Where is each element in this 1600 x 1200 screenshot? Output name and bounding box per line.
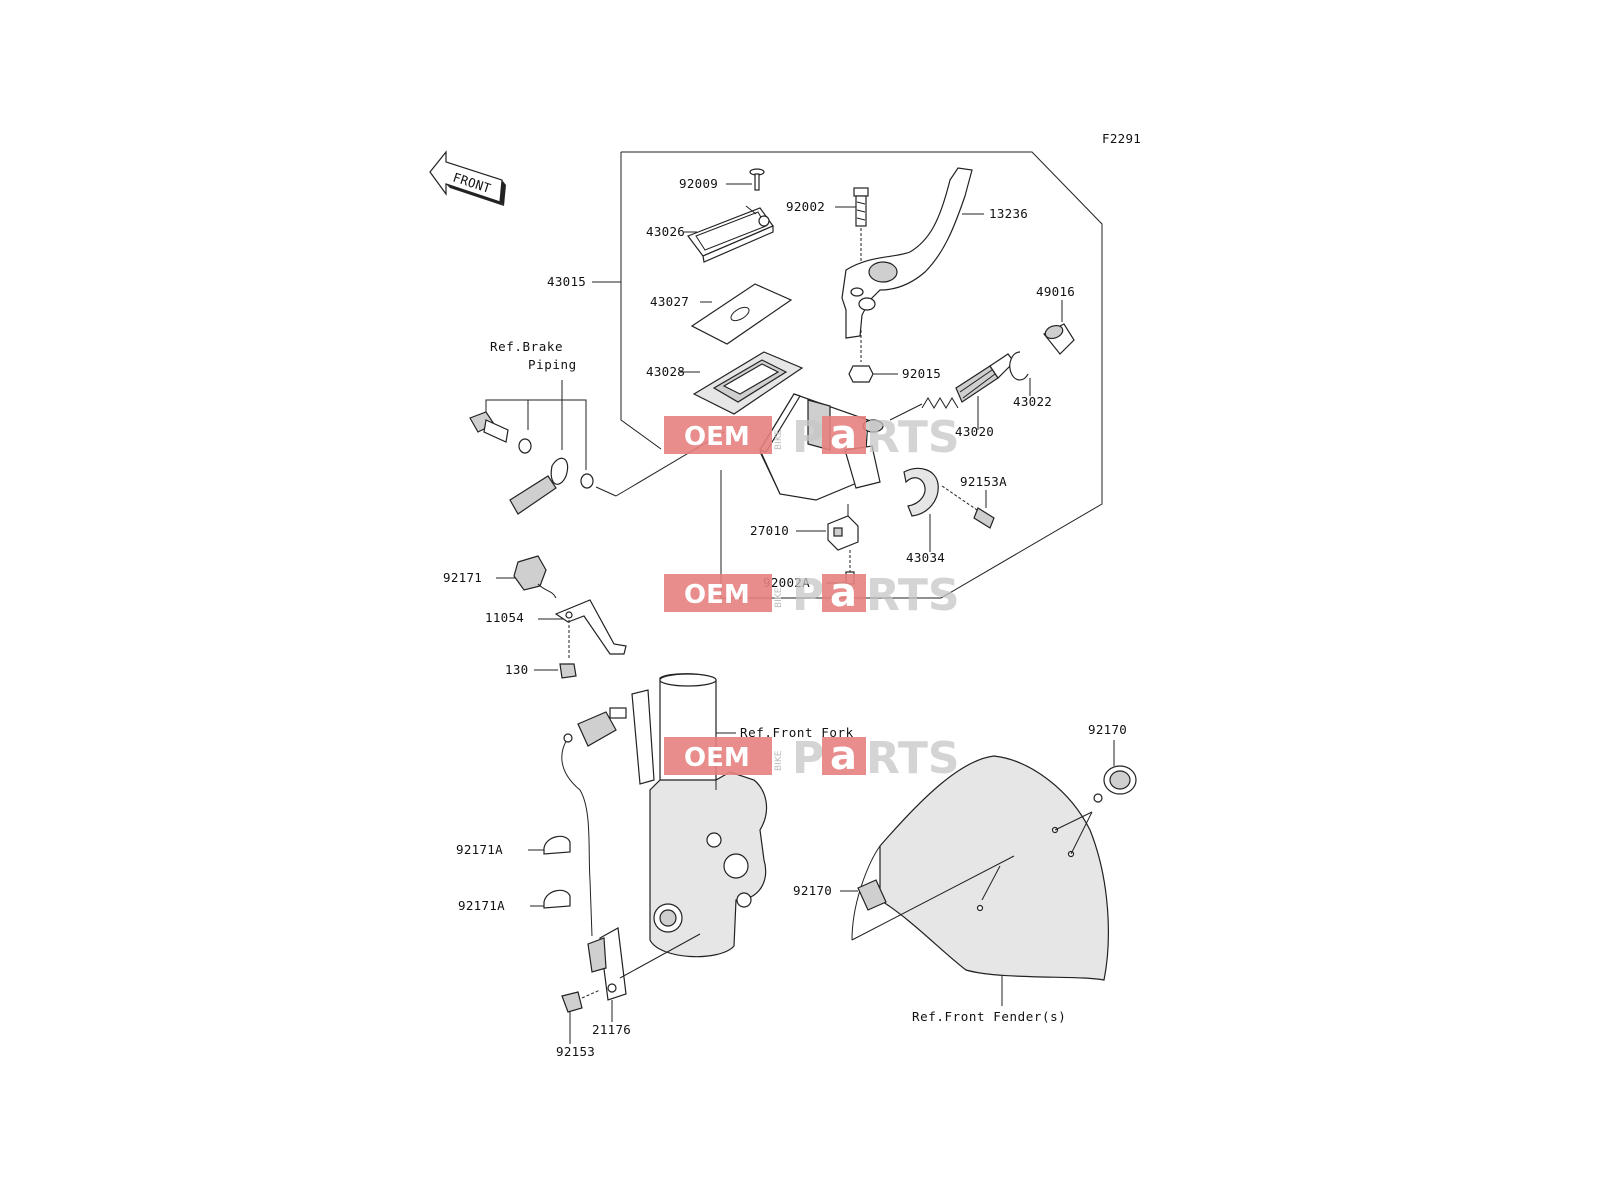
svg-text:BIKE: BIKE [774,429,784,450]
part-cap-92170-mid [840,879,887,911]
label-43034: 43034 [906,550,945,565]
part-sensor-bracket-21176 [587,927,701,1022]
svg-text:BIKE: BIKE [774,750,784,771]
part-plate-43027 [690,283,793,345]
label-92015: 92015 [902,366,941,381]
brake-piping-parts [469,380,725,515]
label-92002: 92002 [786,199,825,214]
part-bolt-92153A [941,485,995,529]
label-43027: 43027 [650,294,689,309]
part-clamp-92171A-1 [528,835,571,855]
part-switch-27010 [796,504,859,551]
label-21176: 21176 [592,1022,631,1037]
label-92002A: 92002A [763,575,810,590]
figure-code: F2291 [1102,131,1141,146]
part-sensor-92171 [496,555,557,599]
watermark-1: OEM BIKE P a RTS [664,412,960,463]
ref-brake-piping-line1: Ref.Brake [490,339,563,354]
svg-text:OEM: OEM [684,422,750,452]
watermark-2: OEM BIKE P a RTS [664,570,960,621]
svg-text:P: P [792,570,824,621]
part-bracket-11054 [538,599,627,655]
part-bolt-130 [534,620,577,679]
part-nut-92015 [848,330,898,383]
svg-text:a: a [830,733,857,779]
part-circlip-43022 [1009,351,1031,396]
part-diaphragm-43028 [680,351,804,415]
part-clamp-43034 [903,467,939,552]
svg-text:BIKE: BIKE [774,587,784,608]
front-fork-caliper [631,673,768,958]
watermark-3: OEM BIKE P a RTS [664,733,960,784]
label-43022: 43022 [1013,394,1052,409]
label-92009: 92009 [679,176,718,191]
label-43015: 43015 [547,274,586,289]
part-boot-49016 [1043,300,1075,355]
label-92171A-1: 92171A [456,842,503,857]
label-49016: 49016 [1036,284,1075,299]
svg-text:RTS: RTS [866,412,960,463]
label-13236: 13236 [989,206,1028,221]
part-cap-92170-top [1093,740,1137,803]
part-screw-92009 [726,168,765,191]
part-cap-43026 [684,205,774,263]
label-11054: 11054 [485,610,524,625]
part-abs-sensor [561,707,627,937]
part-lever-13236 [841,167,984,339]
ref-brake-piping-line2: Piping [528,357,577,372]
ref-front-fender: Ref.Front Fender(s) [912,1009,1066,1024]
part-pivot-bolt-92002 [835,187,869,262]
ref-front-fork: Ref.Front Fork [740,725,854,740]
label-92170-top: 92170 [1088,722,1127,737]
label-43028: 43028 [646,364,685,379]
label-92171: 92171 [443,570,482,585]
svg-text:OEM: OEM [684,743,750,773]
label-92171A-2: 92171A [458,898,505,913]
label-130: 130 [505,662,528,677]
front-fender [851,755,1109,1006]
svg-text:a: a [830,570,857,616]
svg-text:P: P [792,733,824,784]
label-27010: 27010 [750,523,789,538]
label-43020: 43020 [955,424,994,439]
part-clamp-92171A-2 [530,889,571,909]
svg-text:RTS: RTS [866,570,960,621]
svg-text:a: a [830,412,857,458]
part-piston-43020 [889,353,1015,430]
svg-text:OEM: OEM [684,580,750,610]
svg-text:RTS: RTS [866,733,960,784]
front-arrow-icon: FRONT [429,150,506,206]
label-43026: 43026 [646,224,685,239]
label-92153A: 92153A [960,474,1007,489]
label-92170-mid: 92170 [793,883,832,898]
label-92153: 92153 [556,1044,595,1059]
part-bolt-92153 [561,989,601,1044]
svg-text:P: P [792,412,824,463]
